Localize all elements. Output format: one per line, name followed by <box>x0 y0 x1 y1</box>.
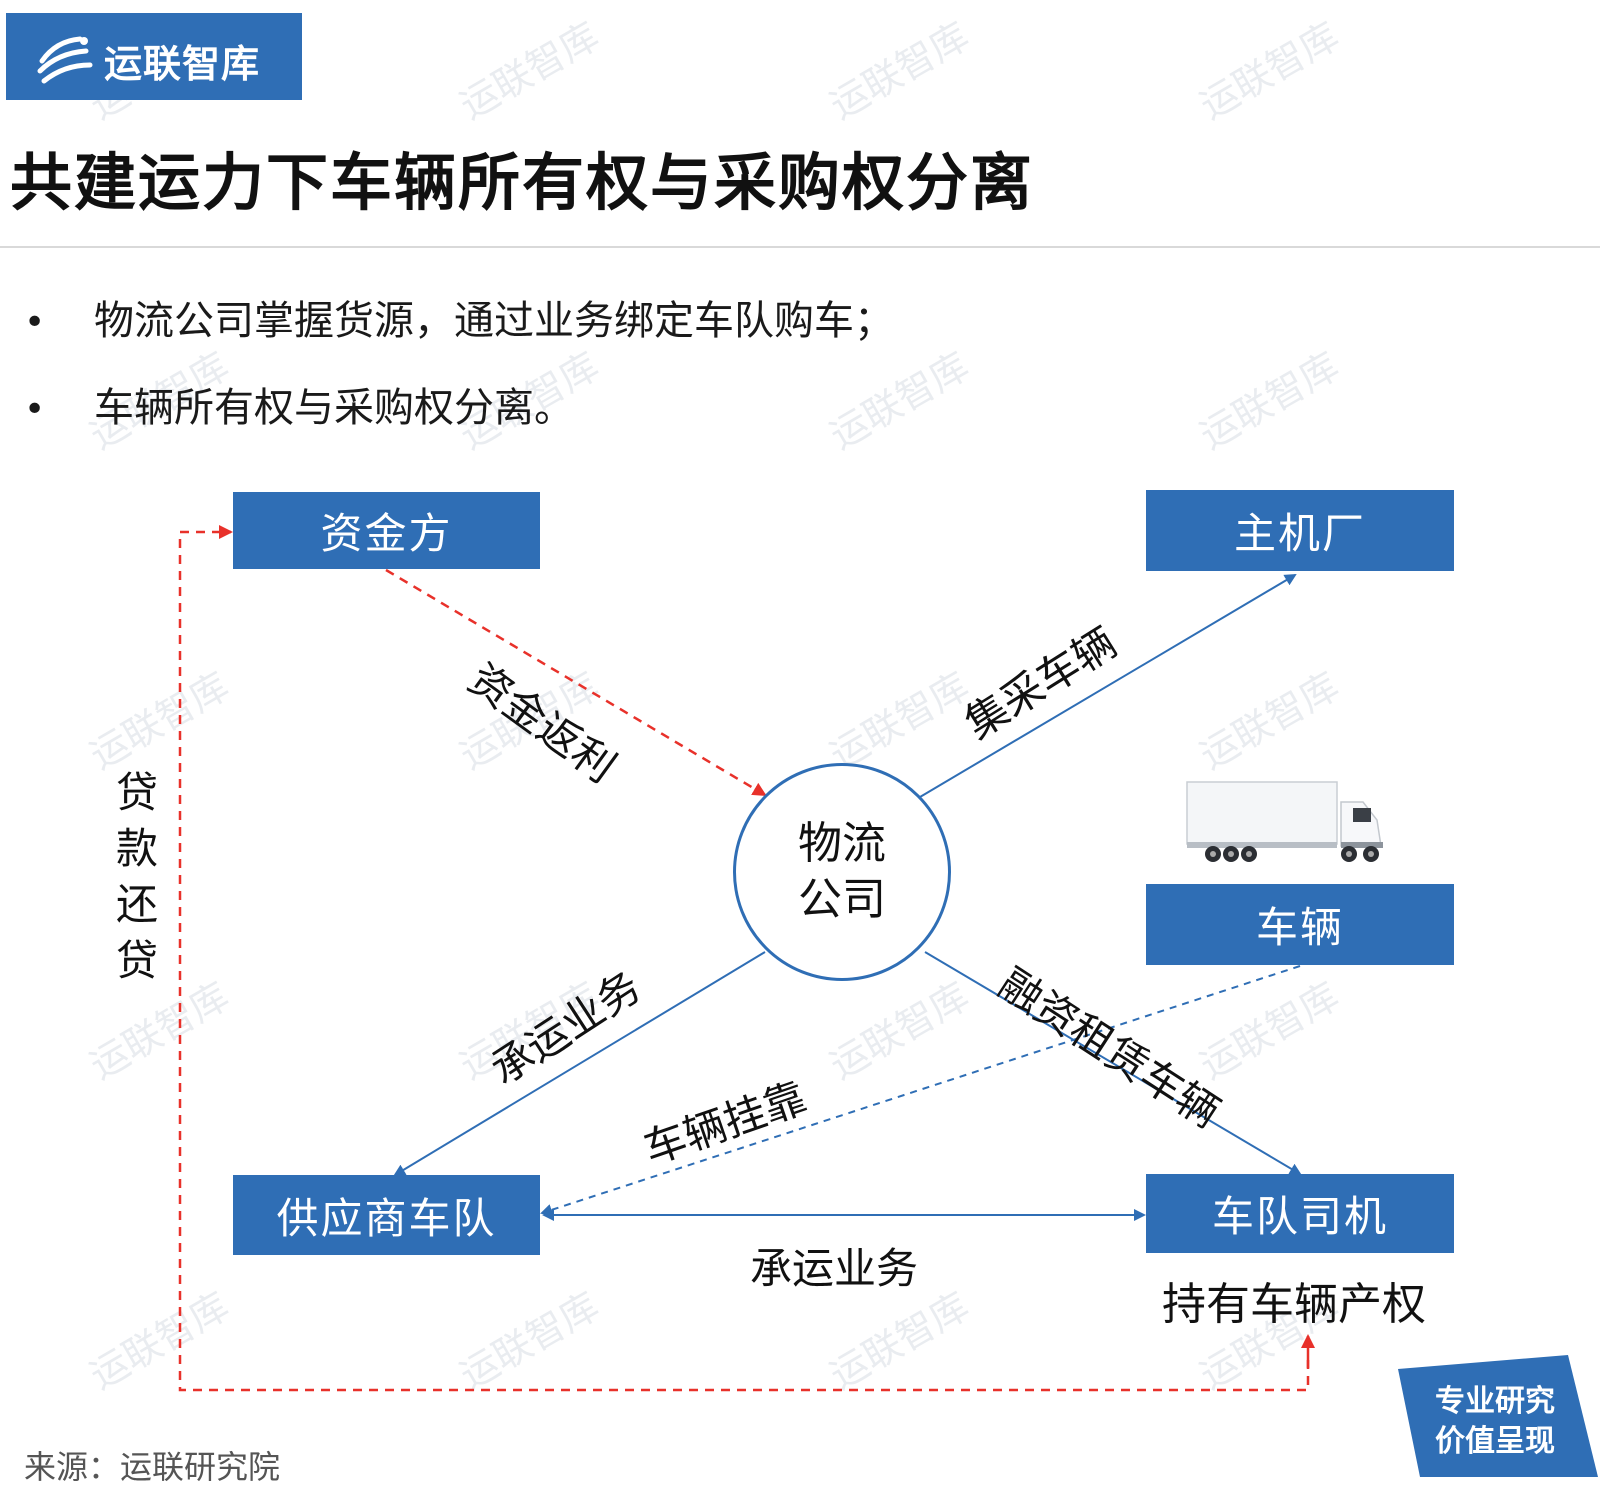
slogan-stamp-text: 专业研究 价值呈现 <box>1420 1382 1570 1462</box>
node-center-line1: 物流 <box>798 818 886 869</box>
edge-leasing <box>924 951 1302 1176</box>
bullet-item: • 车辆所有权与采购权分离。 <box>24 375 574 433</box>
edge-label-loan: 贷 款 还 贷 <box>112 765 162 989</box>
bullet-text: 车辆所有权与采购权分离。 <box>94 385 574 431</box>
edge-purchase <box>919 573 1297 798</box>
loan-char: 款 <box>115 824 158 873</box>
node-vehicle: 车辆 <box>1146 884 1454 965</box>
source-note: 来源：运联研究院 <box>24 1448 281 1486</box>
node-supplier-fleet: 供应商车队 <box>233 1175 540 1255</box>
title-divider <box>0 246 1600 248</box>
brand-logo-icon <box>37 36 93 84</box>
bullet-text: 物流公司掌握货源，通过业务绑定车队购车； <box>94 298 894 344</box>
edge-affiliation <box>540 965 1301 1216</box>
brand-name: 运联智库 <box>104 42 261 86</box>
node-funder: 资金方 <box>233 492 540 569</box>
slogan-stamp-badge <box>1398 1355 1598 1477</box>
node-logistics-company: 物流 公司 <box>733 763 951 981</box>
edge-carrier-to-fleet <box>393 951 766 1177</box>
stamp-line2: 价值呈现 <box>1435 1424 1555 1459</box>
page-title: 共建运力下车辆所有权与采购权分离 <box>10 146 1035 219</box>
node-fleet-driver: 车队司机 <box>1146 1174 1454 1253</box>
driver-note: 持有车辆产权 <box>1162 1279 1426 1330</box>
bullet-dot: • <box>24 302 46 343</box>
node-oem: 主机厂 <box>1146 490 1454 571</box>
edge-label-carrier-fleet-driver: 承运业务 <box>750 1244 919 1293</box>
node-center-line2: 公司 <box>798 874 886 925</box>
truck-icon <box>1186 781 1383 862</box>
stamp-line1: 专业研究 <box>1435 1384 1555 1419</box>
loan-char: 还 <box>115 880 158 929</box>
bullet-dot: • <box>24 389 46 430</box>
bullet-item: • 物流公司掌握货源，通过业务绑定车队购车； <box>24 288 894 346</box>
brand-logo-bar: 运联智库 <box>6 13 302 100</box>
loan-char: 贷 <box>115 768 158 817</box>
edge-loan <box>178 525 1310 1392</box>
loan-char: 贷 <box>115 936 158 985</box>
